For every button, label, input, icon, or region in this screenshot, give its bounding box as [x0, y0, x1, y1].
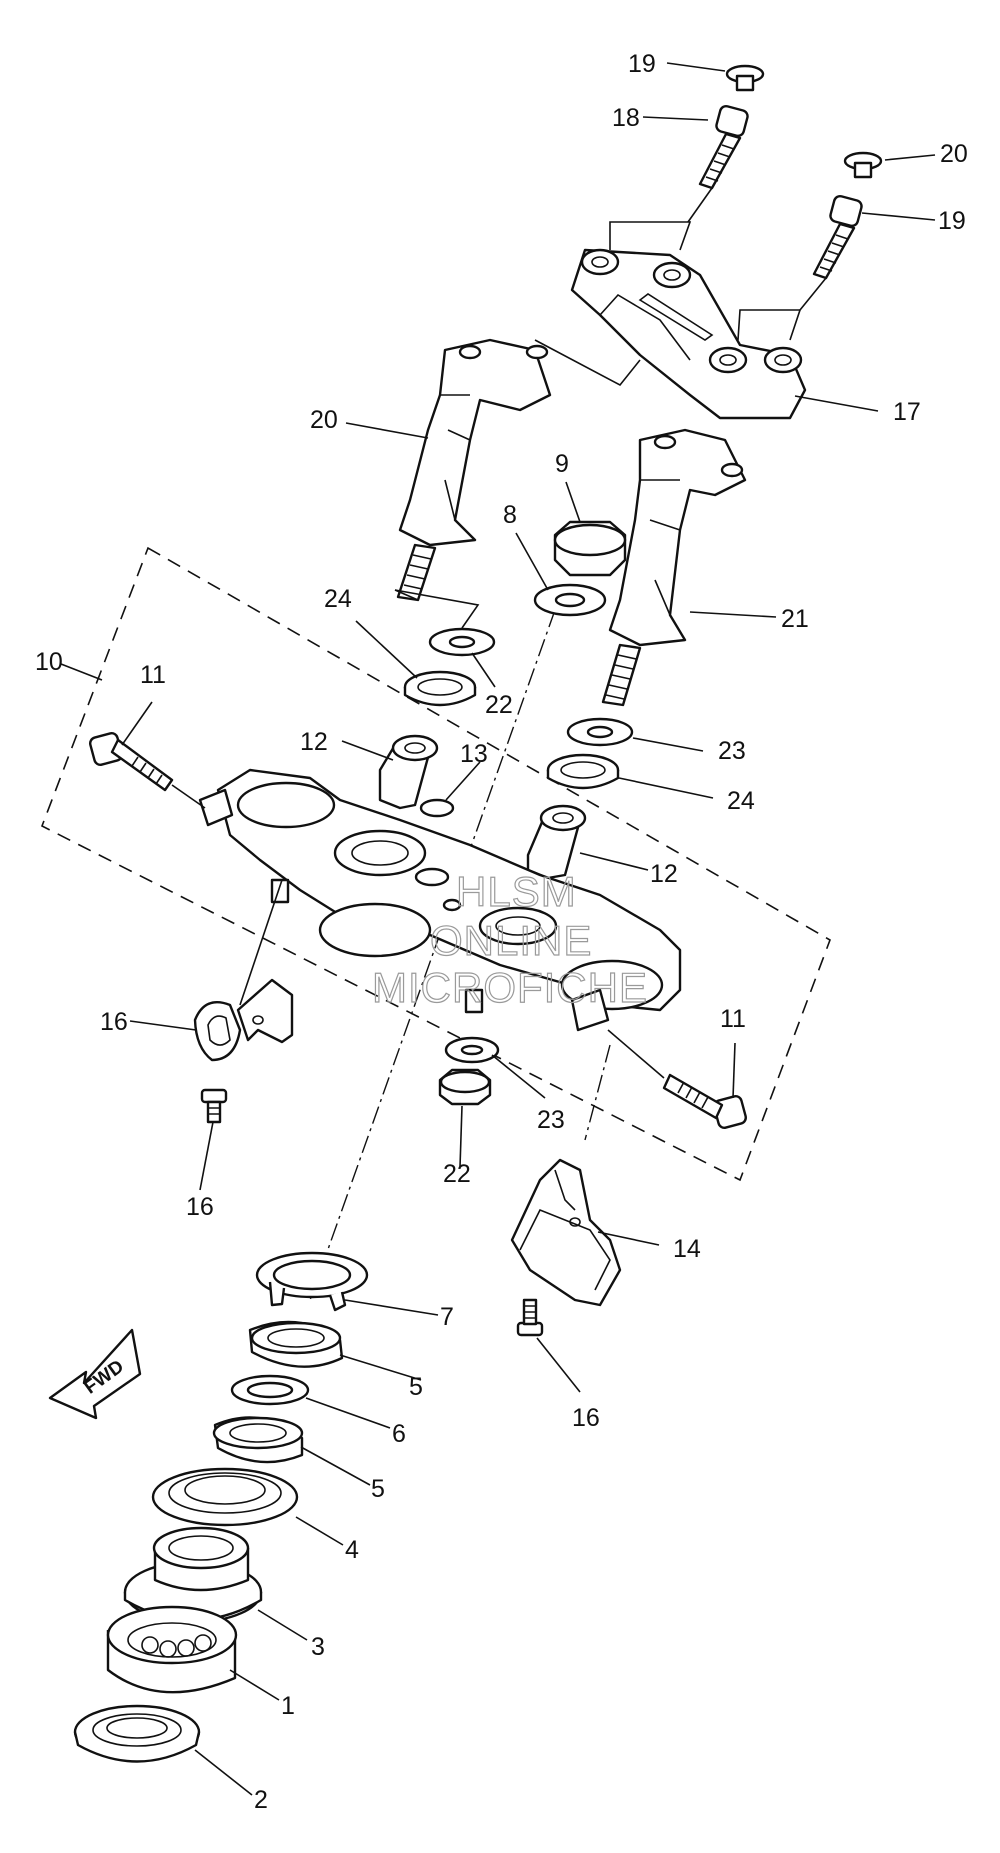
watermark-line3: MICROFICHE — [372, 964, 648, 1011]
bearing-1 — [106, 1605, 238, 1694]
callout-2: 2 — [254, 1786, 268, 1814]
riser-20-lower — [601, 428, 747, 707]
mount-axis-line — [584, 1044, 611, 1141]
bushing-24-upper — [403, 670, 477, 707]
callout-10: 10 — [35, 648, 63, 676]
cap-19-top — [725, 64, 765, 92]
callout-23: 23 — [537, 1106, 565, 1134]
ring-nut-5-lower — [212, 1416, 304, 1464]
callout-22b: 23 — [718, 737, 746, 765]
callout-20a: 20 — [310, 406, 338, 434]
callout-5a: 5 — [409, 1373, 423, 1401]
callout-12a: 12 — [300, 728, 328, 756]
handlebar-clamp-17 — [570, 248, 807, 420]
callout-24b: 24 — [727, 787, 755, 815]
screw-16-left — [200, 1088, 228, 1124]
assembly-outline — [40, 546, 831, 1182]
callout-19b: 20 — [940, 140, 968, 168]
nut-9 — [553, 520, 627, 577]
bolt-18-right — [812, 194, 863, 280]
screw-16-right — [516, 1298, 544, 1337]
callout-16a: 16 — [186, 1193, 214, 1221]
callout-18b: 19 — [938, 207, 966, 235]
callout-18a: 18 — [612, 104, 640, 132]
callout-16b: 16 — [572, 1404, 600, 1432]
watermark: HLSM ONLINE MICROFICHE — [371, 867, 648, 1011]
upper-bracket — [198, 768, 682, 1032]
callout-4: 4 — [345, 1536, 359, 1564]
collar-12-upper — [378, 734, 439, 810]
washer-22-lower — [566, 717, 634, 747]
callout-21: 22 — [443, 1160, 471, 1188]
washer-6 — [230, 1374, 310, 1406]
ring-nut-5-upper — [248, 1320, 344, 1368]
watermark-line2: ONLINE — [430, 917, 592, 964]
clip-15 — [193, 879, 294, 1062]
callout-15: 16 — [100, 1008, 128, 1036]
riser-20-upper — [396, 338, 552, 602]
bolt-18-top — [698, 104, 749, 190]
bracket-14 — [510, 1158, 622, 1307]
callout-5b: 5 — [371, 1475, 385, 1503]
lock-washer-7 — [255, 1251, 369, 1312]
washer-23 — [444, 1036, 500, 1064]
callout-20b: 21 — [781, 605, 809, 633]
callout-11b: 11 — [720, 1005, 746, 1033]
steering-axis-line — [309, 609, 556, 1301]
leader-lines — [60, 62, 936, 1796]
fwd-arrow-icon: FWD — [48, 1328, 142, 1420]
washer-22-upper — [428, 627, 496, 657]
seal-4 — [151, 1467, 299, 1527]
callout-9: 9 — [555, 450, 569, 478]
bolt-bracket-right — [737, 309, 802, 341]
callout-6: 6 — [392, 1420, 406, 1448]
bolt-bracket-top — [609, 221, 692, 251]
callout-labels: 19 18 20 19 17 20 9 8 21 24 22 23 24 12 … — [35, 50, 968, 1814]
callout-1: 1 — [281, 1692, 295, 1720]
callout-14: 14 — [673, 1235, 701, 1263]
cap-19-right — [843, 151, 883, 179]
callout-11a: 11 — [140, 661, 166, 689]
callout-13: 13 — [460, 740, 488, 768]
watermark-line1: HLSM — [456, 868, 577, 915]
bushing-24-lower — [546, 753, 620, 790]
pin-13 — [419, 798, 455, 818]
washer-8 — [533, 583, 607, 617]
callout-7: 7 — [440, 1303, 454, 1331]
seal-2 — [73, 1704, 201, 1763]
bolt-11-left — [89, 732, 174, 792]
callout-19a: 19 — [628, 50, 656, 78]
callout-8: 8 — [503, 501, 517, 529]
bolt-11-right — [662, 1073, 747, 1129]
nut-21 — [438, 1068, 492, 1106]
callout-24a: 24 — [324, 585, 352, 613]
callout-17: 17 — [893, 398, 921, 426]
callout-3: 3 — [311, 1633, 325, 1661]
callout-22a: 22 — [485, 691, 513, 719]
callout-12b: 12 — [650, 860, 678, 888]
